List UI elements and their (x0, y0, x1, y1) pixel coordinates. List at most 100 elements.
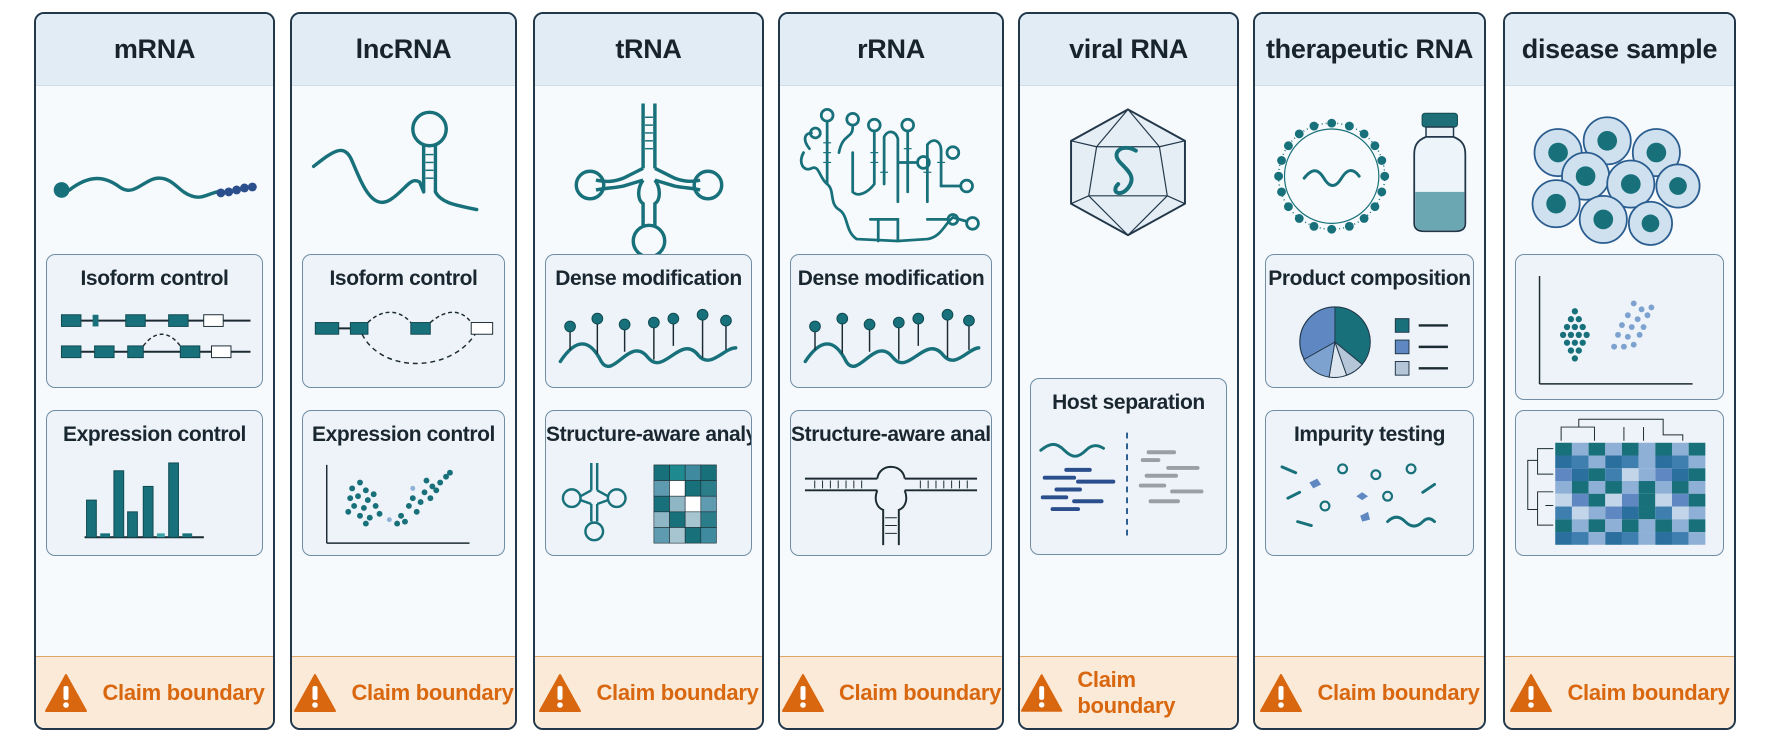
heatmap-cell (1588, 442, 1606, 456)
heatmap-cell (1605, 455, 1622, 469)
panel-mrna: mRNA Isoform control (34, 12, 275, 730)
heatmap-cell (1638, 506, 1656, 520)
heatmap-cell (1688, 442, 1706, 456)
box-title: Expression control (311, 423, 495, 446)
heatmap-cell (1655, 481, 1672, 494)
heatmap-cell (1555, 442, 1572, 456)
claim-boundary-footer: Claim boundary (292, 656, 515, 728)
cell-cluster-icon (1505, 92, 1734, 282)
heatmap-cell (1605, 493, 1622, 507)
panel-rrna: rRNA (778, 12, 1004, 730)
claim-boundary-label: Claim boundary (102, 679, 265, 705)
heatmap-cell (1621, 455, 1639, 469)
product-composition-box: Product composition (1265, 254, 1474, 388)
heatmap-cell (1688, 468, 1706, 482)
modification-wave-diagram (546, 305, 751, 381)
heatmap-cell (1638, 493, 1656, 507)
heatmap-cell (1571, 506, 1589, 520)
heatmap-cell (1621, 481, 1639, 494)
dense-modification-box: Dense modification (545, 254, 752, 388)
heatmap-cell (1605, 532, 1622, 545)
structure-heatmap-diagram (546, 461, 751, 549)
heatmap-cell (1655, 468, 1672, 482)
expression-scatter-plot (303, 461, 504, 549)
heatmap-cell (1655, 532, 1672, 545)
heatmap-cell (1555, 532, 1572, 545)
heatmap-cell (1688, 506, 1706, 520)
expression-control-box: Expression control (302, 410, 505, 556)
heatmap-cell (1621, 519, 1639, 533)
impurity-fragments-diagram (1266, 461, 1473, 549)
heatmap-cell (1571, 468, 1589, 482)
claim-boundary-label: Claim boundary (1317, 679, 1480, 705)
box-title: Structure-aware analysis (546, 423, 751, 446)
claim-boundary-label: Claim boundary (838, 679, 1002, 705)
heatmap-cell (1555, 468, 1572, 482)
disease-scatter-box (1515, 254, 1724, 400)
heatmap-cell (1688, 455, 1706, 469)
panel-disease-sample: disease sample (1503, 12, 1736, 730)
heatmap-cell (1588, 493, 1606, 507)
heatmap-cell (1588, 468, 1606, 482)
claim-boundary-footer: Claim boundary (1255, 656, 1484, 728)
heatmap-cell (1555, 481, 1572, 494)
heatmap-cell (1621, 493, 1639, 507)
heatmap-cell (1605, 468, 1622, 482)
expression-control-box: Expression control (46, 410, 263, 556)
heatmap-cell (1571, 481, 1589, 494)
heatmap-cell (1621, 532, 1639, 545)
heatmap-cell (1688, 481, 1706, 494)
heatmap-cell (1638, 455, 1656, 469)
warning-icon (781, 673, 824, 712)
structure-aware-analysis-box: Structure-aware analysis (545, 410, 752, 556)
claim-boundary-footer: Claim boundary (1505, 656, 1734, 728)
heatmap-cell (1655, 506, 1672, 520)
heatmap-cell (1638, 468, 1656, 482)
heatmap-cell (1671, 481, 1689, 494)
lncrna-hairpin-icon (292, 92, 515, 282)
expression-bar-chart (47, 461, 262, 549)
warning-icon (294, 673, 337, 712)
virus-capsid-icon (1020, 92, 1237, 282)
trna-cloverleaf-icon (535, 92, 762, 282)
claim-boundary-label: Claim boundary (1567, 679, 1730, 705)
heatmap-cell (1555, 519, 1572, 533)
heatmap-cell (1588, 481, 1606, 494)
panel-trna: tRNA Dense modification (533, 12, 764, 730)
heatmap-cell (1638, 519, 1656, 533)
heatmap-cell (1671, 455, 1689, 469)
warning-icon (1020, 673, 1063, 712)
heatmap-cell (1588, 519, 1606, 533)
dense-modification-box: Dense modification (790, 254, 992, 388)
clustered-heatmap (1516, 415, 1723, 549)
claim-boundary-footer: Claim boundary (535, 656, 762, 728)
heatmap-cell (1655, 455, 1672, 469)
heatmap-cell (1621, 506, 1639, 520)
panel-title: therapeutic RNA (1255, 14, 1484, 86)
heatmap-cell (1671, 506, 1689, 520)
box-title: Product composition (1268, 267, 1471, 290)
heatmap-cell (1571, 519, 1589, 533)
heatmap-cell (1605, 481, 1622, 494)
isoform-control-box: Isoform control (302, 254, 505, 388)
box-title: Dense modification (797, 267, 985, 290)
claim-boundary-footer: Claim boundary (780, 656, 1002, 728)
heatmap-cell (1638, 481, 1656, 494)
lipid-nanoparticle-vial-icon (1255, 92, 1484, 282)
box-title: Impurity testing (1293, 423, 1446, 446)
panel-therapeutic-rna: therapeutic RNA Product composition (1253, 12, 1486, 730)
isoform-exon-diagram (47, 305, 262, 381)
heatmap-cell (1688, 532, 1706, 545)
panel-title: disease sample (1505, 14, 1734, 86)
panel-title: mRNA (36, 14, 273, 86)
box-title: Expression control (62, 423, 246, 446)
box-title: Dense modification (555, 267, 742, 290)
claim-boundary-footer: Claim boundary (1020, 656, 1237, 728)
panel-title: viral RNA (1020, 14, 1237, 86)
disease-heatmap-box (1515, 410, 1724, 556)
claim-boundary-label: Claim boundary (1077, 666, 1176, 718)
panel-viral-rna: viral RNA Host separation (1018, 12, 1239, 730)
composition-pie-chart (1266, 305, 1473, 381)
isoform-control-box: Isoform control (46, 254, 263, 388)
heatmap-cell (1655, 519, 1672, 533)
